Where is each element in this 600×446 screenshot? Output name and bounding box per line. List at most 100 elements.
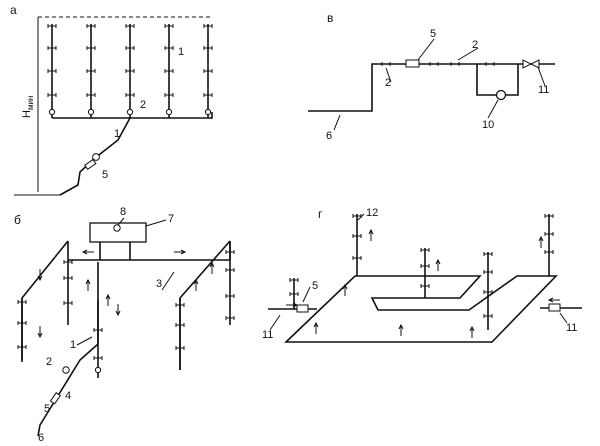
flow-arrow-icon (209, 261, 215, 274)
water-tap-icon (125, 46, 135, 50)
flow-arrow-icon (115, 304, 121, 317)
panel-b-risers (17, 241, 235, 378)
water-tap-icon (125, 93, 135, 97)
panel-g: г 12 5 11 11 (262, 207, 582, 343)
panel-g-meter-right (548, 303, 561, 312)
water-tap-icon (17, 345, 27, 349)
water-tap-icon (203, 69, 213, 73)
water-tap-icon (420, 284, 430, 288)
panel-a-callout-2: 2 (140, 99, 146, 111)
panel-b-tank-float (113, 224, 121, 232)
panel-a-letter: а (10, 3, 17, 17)
panel-b-tank-connections (99, 242, 131, 260)
panel-g-inlets (268, 307, 582, 310)
water-tap-icon (450, 62, 460, 66)
panel-b-callout-4: 4 (65, 390, 71, 402)
panel-g-letter: г (318, 207, 323, 221)
panel-a-meter (84, 158, 97, 171)
flow-arrows (37, 228, 560, 339)
panel-b-callout-2: 2 (46, 356, 52, 368)
panel-g-callout-5: 5 (312, 280, 318, 292)
panel-a-main-pipe (52, 112, 213, 119)
panel-a: а Нмин 1 2 1 5 (10, 3, 213, 196)
water-tap-icon (63, 260, 73, 264)
panel-v-callout-2b: 2 (385, 77, 391, 89)
riser-valve-icon (48, 108, 56, 116)
water-tap-icon (544, 214, 554, 218)
water-tap-icon (47, 24, 57, 28)
water-tap-icon (381, 62, 391, 66)
panel-b-callout-1: 1 (70, 339, 76, 351)
panel-v-leader-lines (333, 38, 546, 131)
water-tap-icon (420, 248, 430, 252)
flow-arrow-icon (105, 293, 111, 306)
water-tap-icon (483, 290, 493, 294)
panel-g-callout-11b: 11 (566, 322, 577, 334)
riser-valve-icon (126, 108, 134, 116)
water-tap-icon (164, 93, 174, 97)
flow-arrow-icon (37, 269, 43, 282)
water-tap-icon (47, 46, 57, 50)
water-tap-icon (125, 69, 135, 73)
panel-a-risers (47, 24, 213, 118)
panel-g-ring-main (284, 275, 558, 343)
water-tap-icon (63, 276, 73, 280)
flow-arrow-icon (547, 297, 560, 303)
water-tap-icon (17, 300, 27, 304)
water-tap-icon (483, 270, 493, 274)
flow-arrow-icon (85, 278, 91, 291)
water-tap-icon (93, 356, 103, 360)
water-tap-icon (175, 323, 185, 327)
panel-v-letter: в (327, 11, 333, 25)
water-tap-icon (164, 69, 174, 73)
water-tap-icon (175, 303, 185, 307)
riser-valve-icon (87, 108, 95, 116)
water-tap-icon (485, 62, 495, 66)
water-tap-icon (17, 321, 27, 325)
panel-g-leader-lines (269, 213, 568, 331)
riser-valve-icon (165, 108, 173, 116)
water-tap-icon (175, 346, 185, 350)
flow-arrow-icon (435, 258, 441, 271)
water-tap-icon (289, 278, 299, 282)
panel-g-callout-12: 12 (366, 207, 378, 219)
panel-b-valve (62, 366, 70, 374)
flow-arrow-icon (469, 325, 475, 338)
water-tap-icon (63, 301, 73, 305)
water-tap-icon (483, 252, 493, 256)
panel-b-callout-5: 5 (44, 403, 50, 415)
panel-v-meter (405, 59, 420, 68)
panel-a-callout-5: 5 (102, 169, 108, 181)
riser-valve-icon (204, 108, 212, 116)
panel-v-check-valve (522, 59, 540, 69)
panel-g-meter-left (296, 304, 309, 313)
height-label: Нмин (21, 96, 35, 118)
panel-v-pump (495, 89, 507, 101)
water-tap-icon (352, 256, 362, 260)
flow-arrow-icon (342, 283, 348, 296)
panel-a-callout-1a: 1 (178, 46, 184, 58)
water-tap-icon (225, 268, 235, 272)
panel-b-tank (89, 222, 147, 243)
water-tap-icon (47, 69, 57, 73)
water-tap-icon (86, 24, 96, 28)
water-tap-icon (47, 93, 57, 97)
water-tap-icon (203, 24, 213, 28)
water-tap-icon (86, 46, 96, 50)
panel-v-callout-5: 5 (430, 28, 436, 40)
flow-arrow-icon (286, 302, 299, 308)
water-tap-icon (164, 46, 174, 50)
water-tap-icon (93, 328, 103, 332)
panel-b-callout-7: 7 (168, 213, 174, 225)
flow-arrow-icon (538, 235, 544, 248)
panel-v-callout-2a: 2 (472, 39, 478, 51)
water-tap-icon (420, 264, 430, 268)
flow-arrow-icon (193, 278, 199, 291)
flow-arrow-icon (81, 249, 94, 255)
water-tap-icon (86, 93, 96, 97)
flow-arrow-icon (313, 321, 319, 334)
water-tap-icon (125, 24, 135, 28)
water-tap-icon (203, 93, 213, 97)
panel-b-callout-6: 6 (38, 432, 44, 444)
